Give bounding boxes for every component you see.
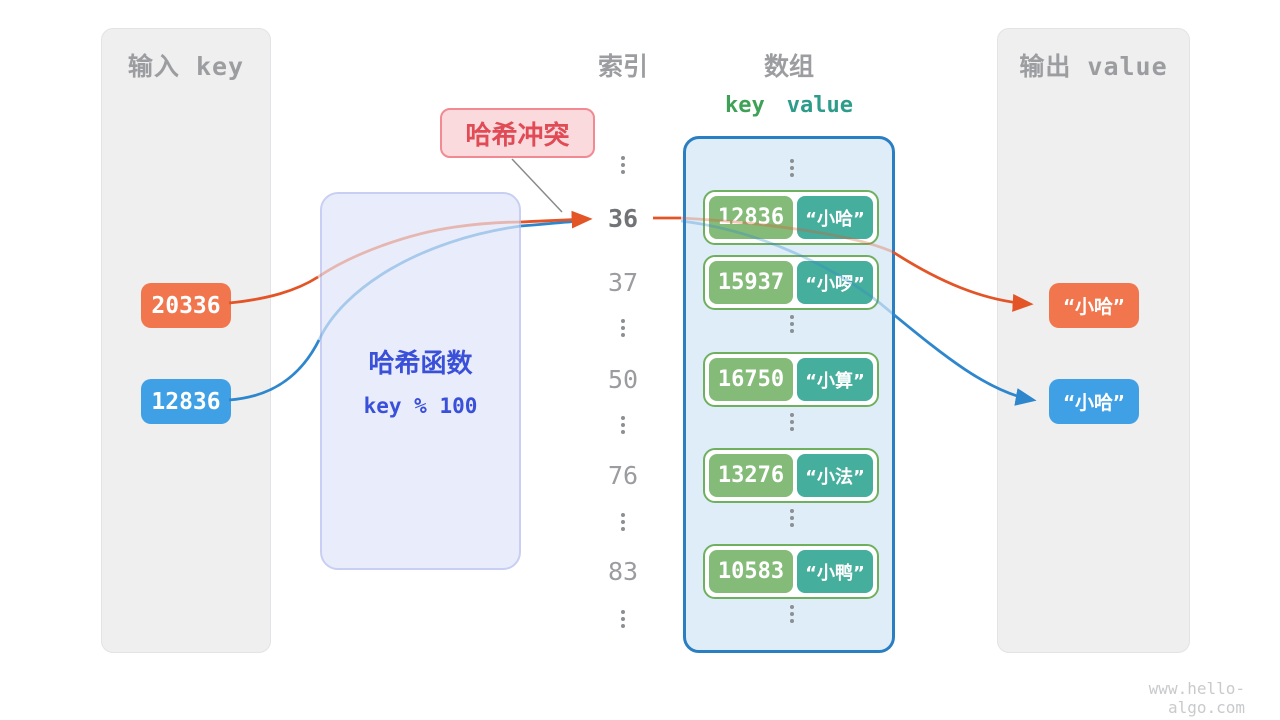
key-cell: 15937 [709, 261, 793, 304]
ellipsis-icon [592, 153, 654, 177]
ellipsis-icon [592, 413, 654, 437]
value-cell: “小鸭” [797, 550, 873, 593]
key-header-label: key [725, 93, 765, 118]
index-value-36: 36 [607, 204, 639, 233]
index-column-title: 索引 [597, 52, 648, 81]
ellipsis-icon [592, 510, 654, 534]
array-row-36: 12836 “小哈” [703, 190, 879, 245]
value-node-blue: “小哈” [1049, 379, 1139, 424]
value-cell: “小算” [797, 358, 873, 401]
arrow-hash-to-index36-blue [520, 219, 585, 228]
ellipsis-icon [761, 506, 823, 530]
array-row-37: 15937 “小啰” [703, 255, 879, 310]
ellipsis-icon [761, 312, 823, 336]
index-value-50: 50 [607, 365, 639, 394]
index-value-76: 76 [607, 461, 639, 490]
output-panel-title: 输出 value [1019, 52, 1168, 81]
input-panel-title: 输入 key [127, 52, 245, 81]
hash-function-box: 哈希函数 key % 100 [320, 192, 521, 570]
value-cell: “小啰” [797, 261, 873, 304]
ellipsis-icon [761, 410, 823, 434]
hash-function-formula: key % 100 [363, 394, 478, 418]
key-cell: 16750 [709, 358, 793, 401]
value-header-label: value [786, 93, 853, 118]
array-row-76: 13276 “小法” [703, 448, 879, 503]
website-watermark: www.hello-algo.com [1148, 679, 1245, 717]
hash-function-title: 哈希函数 [368, 349, 473, 379]
value-cell: “小哈” [797, 196, 873, 239]
key-cell: 10583 [709, 550, 793, 593]
ellipsis-icon [592, 316, 654, 340]
array-column-title: 数组 [763, 52, 814, 81]
value-node-orange: “小哈” [1049, 283, 1139, 328]
array-row-83: 10583 “小鸭” [703, 544, 879, 599]
key-cell: 13276 [709, 454, 793, 497]
output-panel: 输出 value “小哈” “小哈” [997, 28, 1190, 653]
array-row-50: 16750 “小算” [703, 352, 879, 407]
ellipsis-icon [761, 156, 823, 180]
key-cell: 12836 [709, 196, 793, 239]
index-value-37: 37 [607, 268, 639, 297]
value-cell: “小法” [797, 454, 873, 497]
array-container: 12836 “小哈” 15937 “小啰” 16750 “小算” 13276 “… [683, 136, 895, 653]
index-value-83: 83 [607, 557, 639, 586]
arrow-hash-to-index36-orange [520, 210, 593, 229]
key-value-header: key value [683, 93, 895, 118]
ellipsis-icon [592, 607, 654, 631]
hash-collision-label: 哈希冲突 [440, 108, 595, 158]
input-panel: 输入 key 20336 12836 [101, 28, 271, 653]
key-node-12836: 12836 [141, 379, 231, 424]
key-node-20336: 20336 [141, 283, 231, 328]
ellipsis-icon [761, 602, 823, 626]
